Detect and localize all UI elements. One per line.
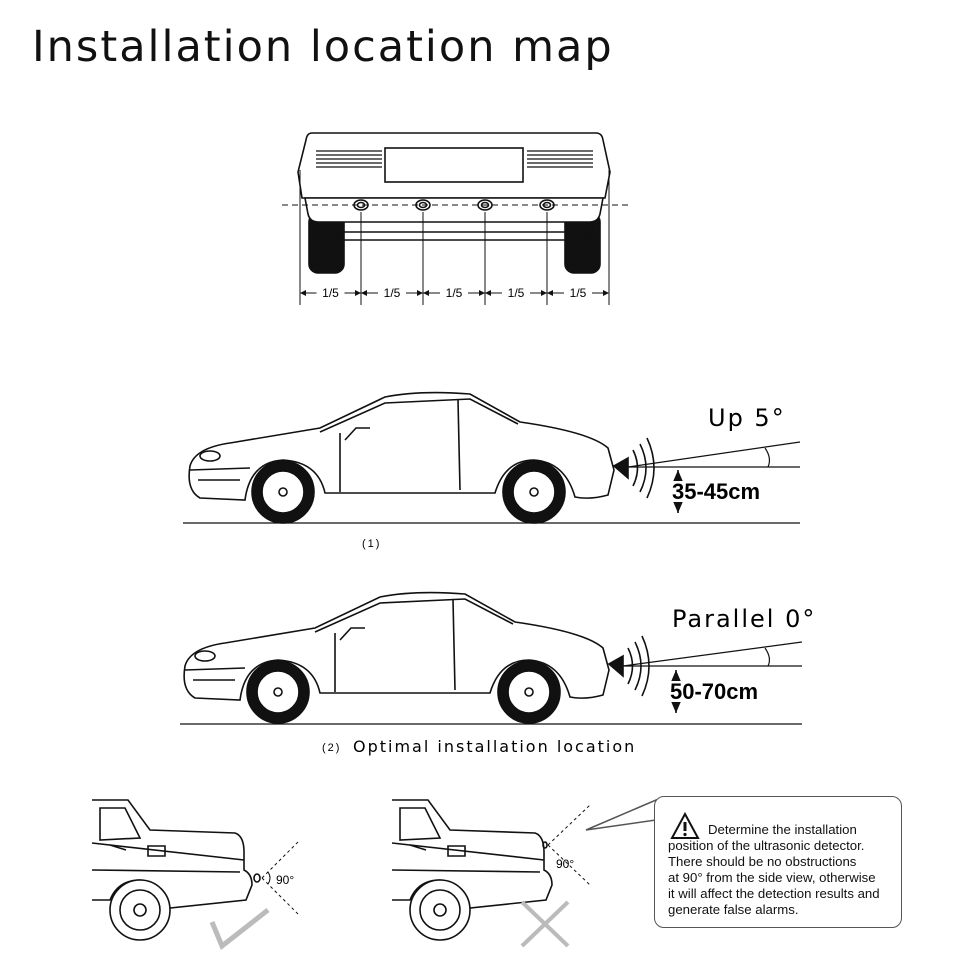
side-view-car-2	[180, 591, 803, 725]
side2-caption-number: (2)	[322, 742, 341, 754]
check-mark-icon	[209, 908, 270, 950]
sensor-2	[415, 199, 431, 211]
note-text: Determine the installation position of t…	[668, 822, 900, 918]
dimension-arrowhead	[479, 290, 485, 296]
callout-pointer	[585, 798, 657, 831]
rear-view-car	[282, 132, 630, 305]
dimension-arrowhead	[361, 290, 367, 296]
sensor-1	[353, 199, 369, 211]
fraction-label-bg	[564, 286, 592, 300]
page-title: Installation location map	[32, 22, 614, 72]
side2-height-label: 50-70cm	[670, 679, 758, 704]
dimension-arrowhead	[423, 290, 429, 296]
note-line-5: it will affect the detection results and	[668, 886, 880, 901]
rear-fraction-labels: 1/5 1/5 1/5 1/5 1/5	[300, 286, 609, 300]
sensor-3	[477, 199, 493, 211]
note-line-2: position of the ultrasonic detector.	[668, 838, 865, 853]
note-line-4: at 90° from the side view, otherwise	[668, 870, 876, 885]
fraction-label-bg	[316, 286, 345, 300]
detail-right-car	[391, 799, 591, 941]
side2-angle-label: Parallel 0°	[672, 605, 816, 633]
fraction-label-bg	[378, 286, 406, 300]
note-line-1: Determine the installation	[708, 822, 857, 837]
warning-icon	[670, 812, 700, 839]
side1-caption: (1)	[362, 538, 381, 550]
detail-left-angle-label: 90°	[276, 873, 294, 887]
fraction-label: 1/5	[570, 286, 587, 300]
fraction-label: 1/5	[446, 286, 463, 300]
dimension-arrowhead	[547, 290, 553, 296]
dimension-arrowhead	[485, 290, 491, 296]
dimension-arrowhead	[300, 290, 306, 296]
fraction-label-bg	[502, 286, 530, 300]
side1-angle-label: Up 5°	[708, 404, 786, 432]
side-view-car-1	[183, 391, 801, 524]
fraction-label: 1/5	[508, 286, 525, 300]
note-line-3: There should be no obstructions	[668, 854, 857, 869]
cross-mark-icon	[520, 900, 570, 948]
side2-caption-text: Optimal installation location	[353, 737, 636, 756]
sensor-4	[539, 199, 555, 211]
detail-left-car	[91, 799, 301, 941]
side1-height-label: 35-45cm	[672, 479, 760, 504]
fraction-label-bg	[440, 286, 468, 300]
note-callout	[654, 796, 902, 928]
dimension-arrowhead	[541, 290, 547, 296]
note-line-6: generate false alarms.	[668, 902, 799, 917]
fraction-label: 1/5	[384, 286, 401, 300]
dimension-arrowhead	[355, 290, 361, 296]
fraction-label: 1/5	[322, 286, 339, 300]
dimension-arrowhead	[603, 290, 609, 296]
dimension-arrowhead	[417, 290, 423, 296]
detail-right-angle-label: 90°	[556, 857, 574, 871]
